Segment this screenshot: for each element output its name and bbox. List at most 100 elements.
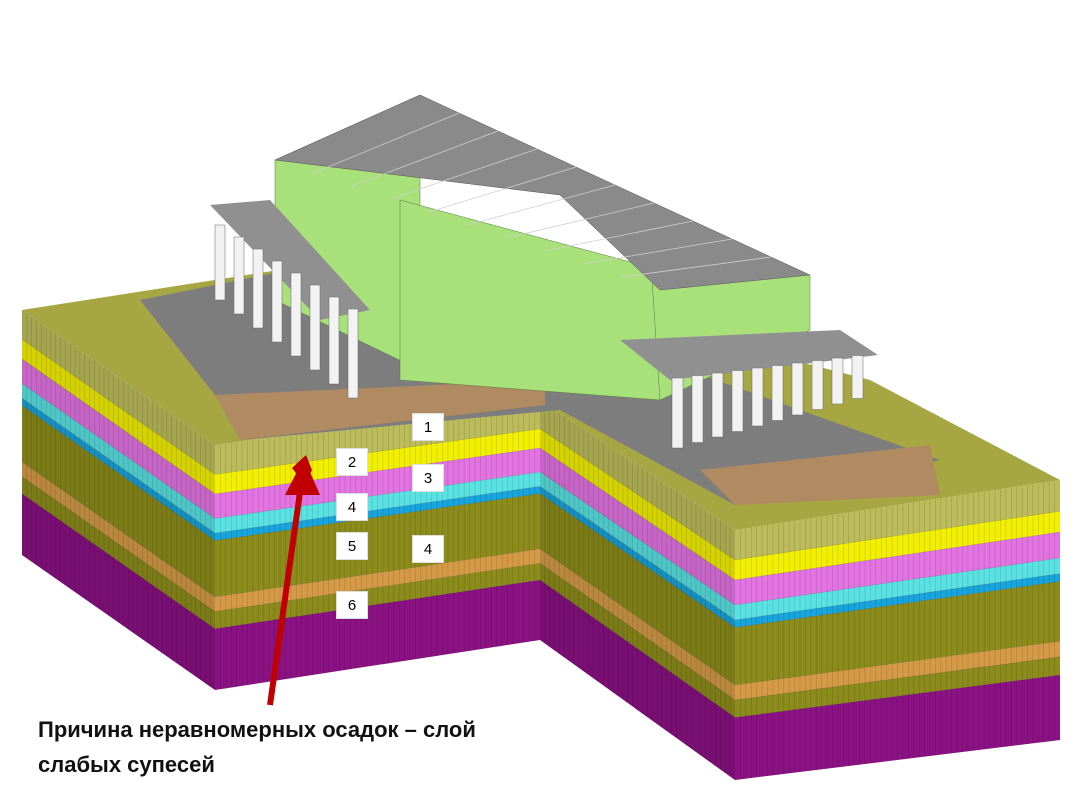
inner-side-face-layer-9 [540,580,735,780]
inner-side-face-layer-2 [540,428,735,580]
caption-line-2: слабых супесей [38,752,215,777]
right-front-face-layer-boundary [734,640,1061,686]
left-portico-column [252,248,264,329]
left-front-face-layer-boundary [214,548,541,598]
left-side-face-layer-6 [22,405,215,597]
arrow-shaft [267,477,305,706]
layer-label-5: 5 [336,532,368,560]
layer-label-2: 2 [336,448,368,476]
left-front-face-layer-boundary [214,493,541,541]
right-portico-column [671,377,684,449]
inner-side-face-shade [540,400,735,780]
roof-mesh-line [544,220,694,252]
roof-mesh-line [390,148,538,200]
left-side-face-layer-boundary [21,358,216,495]
layer-label-6: 6 [336,591,368,619]
caption: Причина неравномерных осадок – слой слаб… [38,712,476,782]
left-front-face-layer-7 [215,548,540,612]
hall-roof [274,94,811,291]
left-portico-column [214,224,226,301]
right-portico-column [691,375,704,443]
left-portico-column [290,272,302,357]
right-portico-column [731,370,744,432]
inner-side-face-layer-8 [540,563,735,718]
roof-mesh-line [313,112,460,174]
left-front-face-layer-boundary [214,562,541,612]
left-side-face-layer-5 [22,398,215,541]
left-portico-column [328,296,340,385]
right-front-face-layer-9 [735,675,1060,780]
left-side-face-layer-1 [22,310,215,475]
inner-side-face-layer-6 [540,493,735,685]
right-front-face-layer-boundary [734,510,1061,561]
inner-side-face-layer-3 [540,448,735,605]
roof-mesh-line [467,184,616,226]
inner-side-face-layer-1 [540,400,735,560]
left-side-face-layer-boundary [21,339,216,475]
arrow-head-tip [285,458,320,495]
inner-side-face-layer-boundary [539,447,736,581]
left-side-face-layer-4 [22,383,215,534]
roof-mesh-line [582,238,733,265]
left-side-face-layer-boundary [21,383,216,519]
inner-side-face-layer-boundary [539,471,736,606]
right-portico-column [811,360,824,410]
right-portico-column [751,367,764,427]
foundation-front-right [700,445,940,505]
roof-mesh-line [505,202,655,239]
right-front-face-layer-8 [735,656,1060,718]
inner-side-face-layer-boundary [539,579,736,718]
layer-label-1: 1 [412,413,444,441]
left-side-face-layer-boundary [21,493,216,629]
left-front-face-layer-boundary [214,579,541,630]
left-side-face-layer-2 [22,339,215,494]
left-front-face-layer-boundary [214,486,541,534]
right-portico-column [711,372,724,438]
layer-label-3: 3 [412,464,444,492]
right-front-face-layer-3 [735,532,1060,605]
left-front-face-layer-boundary [214,447,541,495]
left-side-face-layer-boundary [21,476,216,612]
roof-mesh-line [428,166,577,213]
inner-side-face-layer-boundary [539,562,736,701]
left-side-face-layer-boundary [21,405,216,541]
left-front-face-layer-boundary [214,428,541,475]
right-front-face-layer-5 [735,573,1060,628]
left-side-face-layer-8 [22,476,215,629]
inner-side-face-layer-boundary [539,428,736,561]
left-front-face-layer-8 [215,563,540,629]
inner-side-face-layer-boundary [539,548,736,686]
left-portico-roof [210,200,370,320]
left-side-face-layer-7 [22,461,215,612]
left-front-face-layer-9 [215,580,540,690]
left-portico-column [271,260,283,343]
left-portico-column [233,236,245,315]
left-portico-column [347,308,359,399]
right-portico-column [851,355,864,399]
left-side-face-layer-9 [22,493,215,690]
layer-label-4b: 4 [412,535,444,563]
right-front-face-layer-2 [735,511,1060,580]
right-front-face-layer-4 [735,558,1060,620]
right-portico-column [771,365,784,421]
right-front-face-layer-boundary [734,557,1061,606]
right-portico-column [791,362,804,416]
inner-side-face-layer-5 [540,486,735,628]
roof-mesh-line [621,256,772,278]
right-front-face-layer-boundary [734,656,1061,701]
left-side-face-layer-boundary [21,461,216,598]
inner-side-face-layer-boundary [539,493,736,628]
inner-side-face-layer-boundary [539,486,736,621]
right-portico-column [831,357,844,405]
right-front-face-layer-boundary [734,674,1061,718]
layer-label-4a: 4 [336,493,368,521]
right-front-face-layer-7 [735,641,1060,700]
right-front-face-layer-boundary [734,531,1061,581]
foundation-front-left [215,380,545,440]
right-front-face-layer-6 [735,581,1060,685]
left-side-face-shade [22,310,215,690]
caption-line-1: Причина неравномерных осадок – слой [38,717,476,742]
right-front-face-layer-1 [735,480,1060,560]
